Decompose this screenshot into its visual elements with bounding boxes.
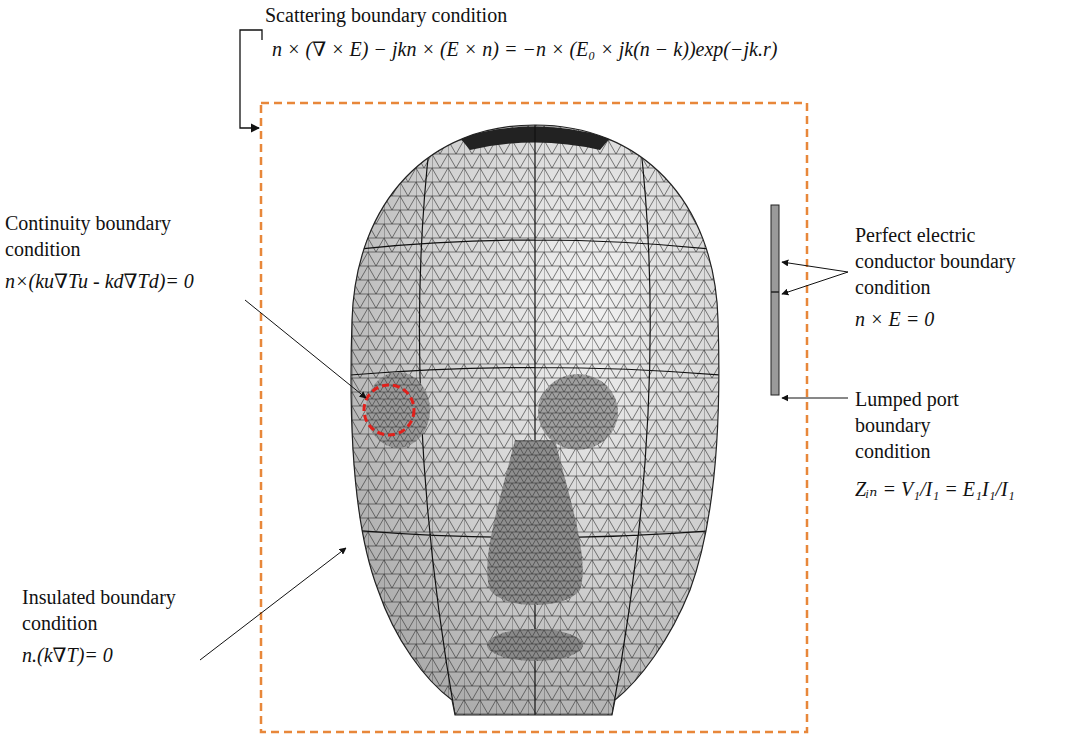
boundary-equation: n × E = 0 <box>855 306 934 332</box>
scattering-leader <box>240 30 262 128</box>
pec-leader <box>782 272 848 294</box>
boundary-title: Scattering boundary condition <box>265 2 507 28</box>
pec-leader <box>782 262 848 272</box>
boundary-title: Lumped port boundary condition <box>855 386 1005 464</box>
boundary-equation: Zᵢₙ = V₁/I₁ = E₁I₁/I₁ <box>855 476 1015 502</box>
boundary-equation: n.(k∇T)= 0 <box>22 642 113 668</box>
scattering-boundary <box>261 103 807 732</box>
dipole-antenna <box>771 205 779 395</box>
boundary-title: Continuity boundary condition <box>5 210 205 262</box>
boundary-title: Insulated boundary condition <box>22 584 222 636</box>
head-mesh <box>340 120 730 720</box>
continuity-leader <box>245 300 366 398</box>
insulated-leader <box>200 548 346 660</box>
port-leader <box>782 398 848 399</box>
boundary-title: Perfect electric conductor boundary cond… <box>855 222 1055 300</box>
continuity-highlight <box>364 385 414 435</box>
boundary-equation: n×(ku∇Tu - kd∇Td)= 0 <box>5 268 194 294</box>
boundary-equation: n × (∇ × E) − jkn × (E × n) = −n × (E₀ ×… <box>272 36 777 62</box>
